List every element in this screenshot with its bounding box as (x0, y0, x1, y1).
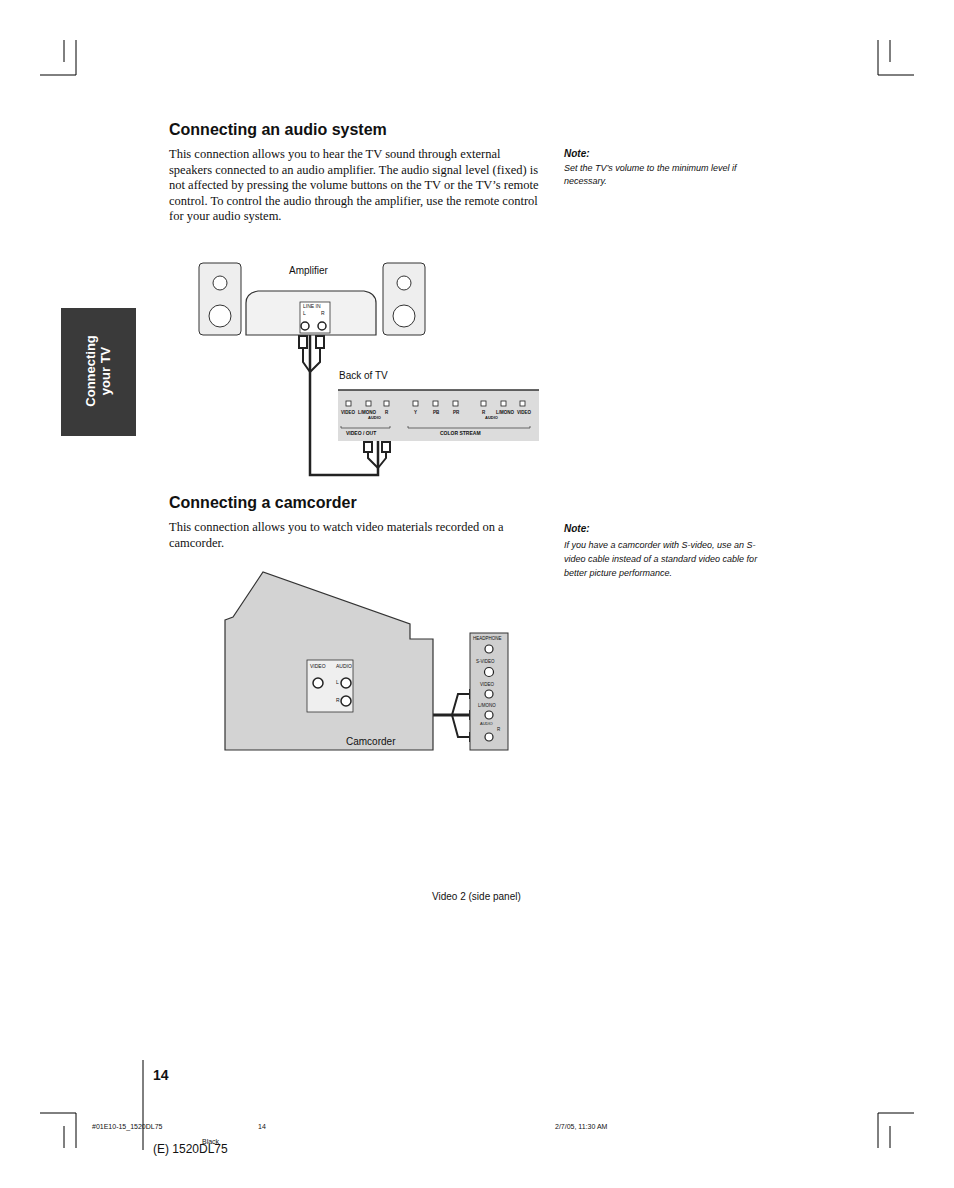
note-text: Set the TV’s volume to the minimum level… (564, 162, 774, 188)
jack-label: L (336, 680, 339, 686)
tab-text: Connecting your TV (84, 326, 114, 416)
section-heading: Connecting a camcorder (169, 494, 357, 512)
section-tab (61, 308, 136, 436)
model-number: (E) 1520DL75 (153, 1143, 228, 1157)
node-shape (470, 633, 508, 750)
jack-label: L/MONO (358, 410, 376, 415)
jack-label: R (497, 727, 500, 732)
jack-label: Y (414, 410, 417, 415)
jack-label: AUDIO (336, 664, 352, 670)
jack-label: PR (453, 410, 459, 415)
device-label: Amplifier (289, 265, 328, 277)
jack-label: R (336, 698, 340, 704)
jack-label: L (303, 311, 306, 317)
jack-label: VIDEO (480, 682, 494, 687)
jack-label: VIDEO (310, 664, 326, 670)
section-heading: Connecting an audio system (169, 121, 387, 139)
note-heading: Note: (564, 523, 590, 535)
page-number: 14 (153, 1067, 169, 1083)
panel-title: Video 2 (side panel) (432, 891, 521, 903)
tv-back-panel: Back of TVVIDEOL/MONORAUDIOVIDEO / OUTYP… (338, 390, 539, 441)
node-shape (225, 572, 433, 750)
jack-label: AUDIO (485, 416, 498, 421)
jack-label: VIDEO (341, 410, 355, 415)
panel-title: Back of TV (339, 370, 388, 382)
jack-label: AUDIO (368, 416, 381, 421)
note-text: If you have a camcorder with S-video, us… (564, 538, 776, 580)
jack-label: VIDEO (517, 410, 531, 415)
jack-label: AUDIO (480, 722, 493, 727)
group-label: VIDEO / OUT (346, 431, 376, 437)
jack-label: HEADPHONE (473, 636, 502, 641)
node-shape (246, 285, 376, 335)
jack-label: L/MONO (478, 703, 496, 708)
print-slug: 14 (258, 1123, 266, 1131)
group-label: COLOR STREAM (440, 431, 481, 437)
speaker-left (199, 263, 241, 335)
side-panel: Video 2 (side panel)HEADPHONES-VIDEOVIDE… (470, 633, 508, 750)
jack-label: LINE IN (303, 304, 321, 310)
print-slug: 2/7/05, 11:30 AM (555, 1123, 607, 1131)
jack-label: PB (433, 410, 439, 415)
jack-label: R (321, 311, 325, 317)
jack-label: R (385, 410, 388, 415)
print-slug: #01E10-15_1520DL75 (92, 1123, 162, 1131)
amplifier-box: AmplifierLINE INLR (246, 285, 376, 335)
body-text: This connection allows you to watch vide… (169, 520, 541, 551)
print-slug: Black (202, 1138, 219, 1146)
body-text: This connection allows you to hear the T… (169, 147, 541, 225)
jack-label: L/MONO (496, 410, 514, 415)
cable (433, 714, 470, 717)
speaker-right (383, 263, 425, 335)
crop-marks (40, 40, 914, 1150)
jack-label: R (482, 410, 485, 415)
device-label: Camcorder (346, 736, 395, 748)
camcorder-body: Camcorder VIDEO AUDIO L R (225, 572, 433, 750)
jack-label: S-VIDEO (476, 659, 495, 664)
note-heading: Note: (564, 148, 590, 160)
